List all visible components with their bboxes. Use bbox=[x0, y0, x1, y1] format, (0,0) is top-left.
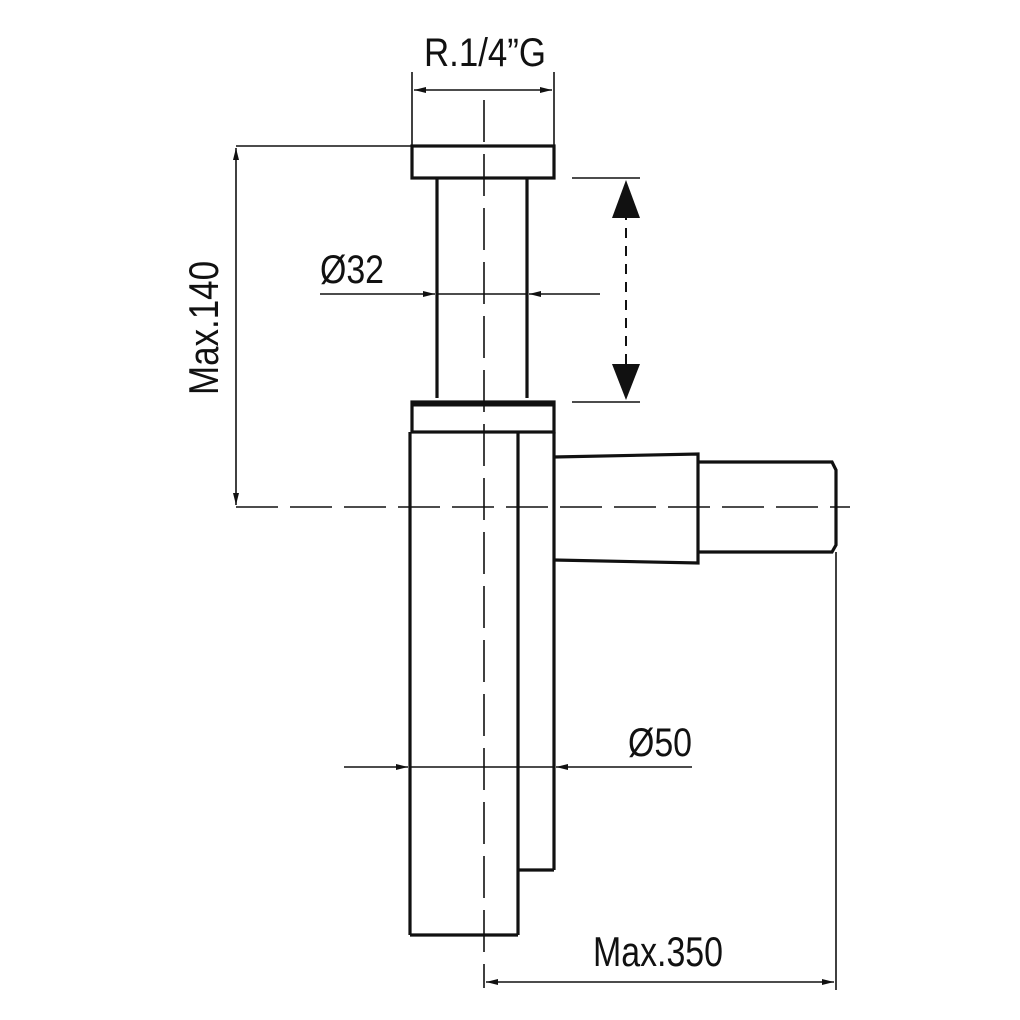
height-label: Max.140 bbox=[180, 261, 227, 395]
thread-dimension: R.1/4”G bbox=[411, 31, 555, 146]
body-diameter-label: Ø50 bbox=[628, 721, 692, 765]
siphon-body bbox=[408, 432, 556, 937]
body-diameter-dimension: Ø50 bbox=[344, 721, 692, 770]
thread-label: R.1/4”G bbox=[424, 31, 546, 75]
thread-nut bbox=[410, 144, 556, 180]
tube-diameter-label: Ø32 bbox=[320, 248, 384, 292]
length-label: Max.350 bbox=[593, 928, 723, 975]
height-dimension: Max.140 bbox=[180, 145, 412, 505]
length-dimension: Max.350 bbox=[486, 552, 837, 990]
outlet-arm bbox=[553, 452, 838, 565]
adjustment-range-dimension bbox=[572, 177, 640, 403]
body-collar bbox=[410, 400, 556, 434]
tube-diameter-dimension: Ø32 bbox=[320, 248, 600, 297]
inlet-tube bbox=[435, 178, 529, 398]
